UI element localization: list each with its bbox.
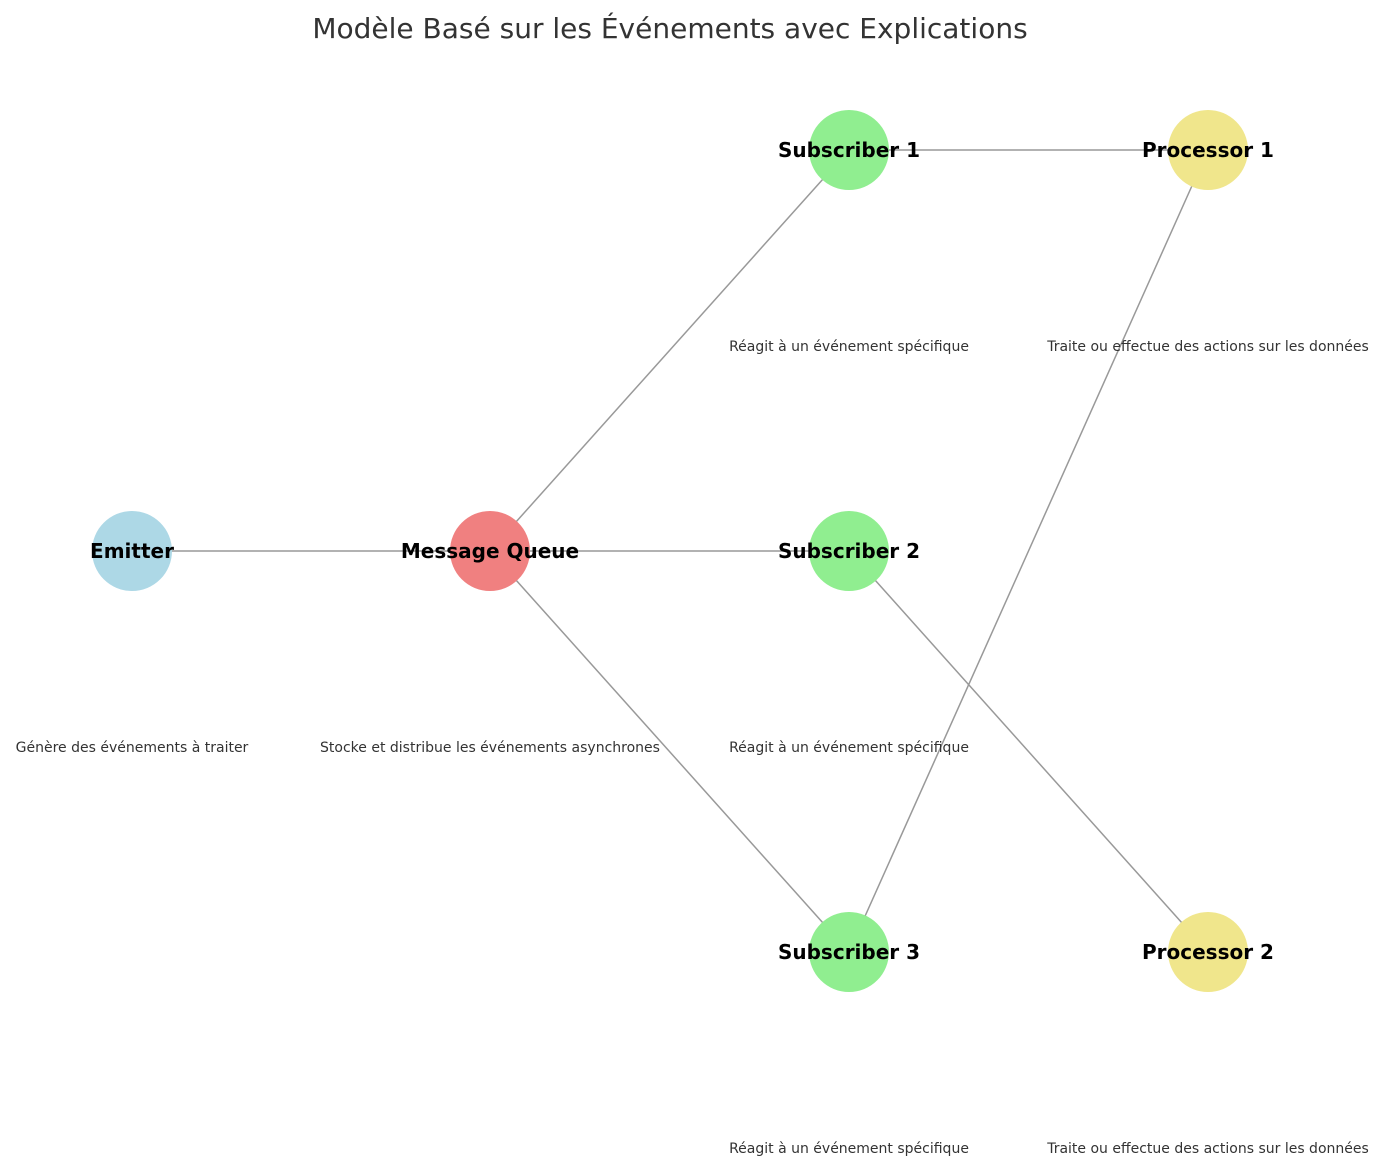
node-description-proc2: Traite ou effectue des actions sur les d…	[1046, 1141, 1369, 1157]
node-label-sub1: Subscriber 1	[778, 138, 920, 162]
node-proc1	[1168, 110, 1248, 190]
node-label-queue: Message Queue	[401, 539, 579, 563]
node-label-proc1: Processor 1	[1142, 138, 1274, 162]
node-sub3	[809, 912, 889, 992]
edge-queue-sub3	[489, 550, 850, 953]
diagram-title: Modèle Basé sur les Événements avec Expl…	[312, 11, 1027, 45]
node-sub1	[809, 110, 889, 190]
edge-sub3-proc1	[848, 149, 1209, 953]
node-emitter	[92, 511, 172, 591]
node-queue	[450, 511, 530, 591]
node-label-sub3: Subscriber 3	[778, 940, 920, 964]
edge-sub2-proc2	[848, 550, 1209, 953]
edge-queue-sub1	[489, 149, 850, 552]
edges-layer	[132, 149, 1209, 953]
descriptions-layer: Génère des événements à traiter Stocke et…	[16, 339, 1369, 1157]
node-label-proc2: Processor 2	[1142, 940, 1274, 964]
node-description-sub1: Réagit à un événement spécifique	[729, 339, 969, 355]
node-proc2	[1168, 912, 1248, 992]
nodes-layer	[92, 110, 1248, 992]
node-label-sub2: Subscriber 2	[778, 539, 920, 563]
node-description-queue: Stocke et distribue les événements async…	[320, 740, 660, 756]
node-description-emitter: Génère des événements à traiter	[16, 740, 249, 756]
labels-layer: Emitter Message Queue Subscriber 1 Subscrib…	[90, 138, 1274, 964]
node-description-sub2: Réagit à un événement spécifique	[729, 740, 969, 756]
node-sub2	[809, 511, 889, 591]
node-description-proc1: Traite ou effectue des actions sur les d…	[1046, 339, 1369, 355]
node-description-sub3: Réagit à un événement spécifique	[729, 1141, 969, 1157]
node-label-emitter: Emitter	[90, 539, 174, 563]
